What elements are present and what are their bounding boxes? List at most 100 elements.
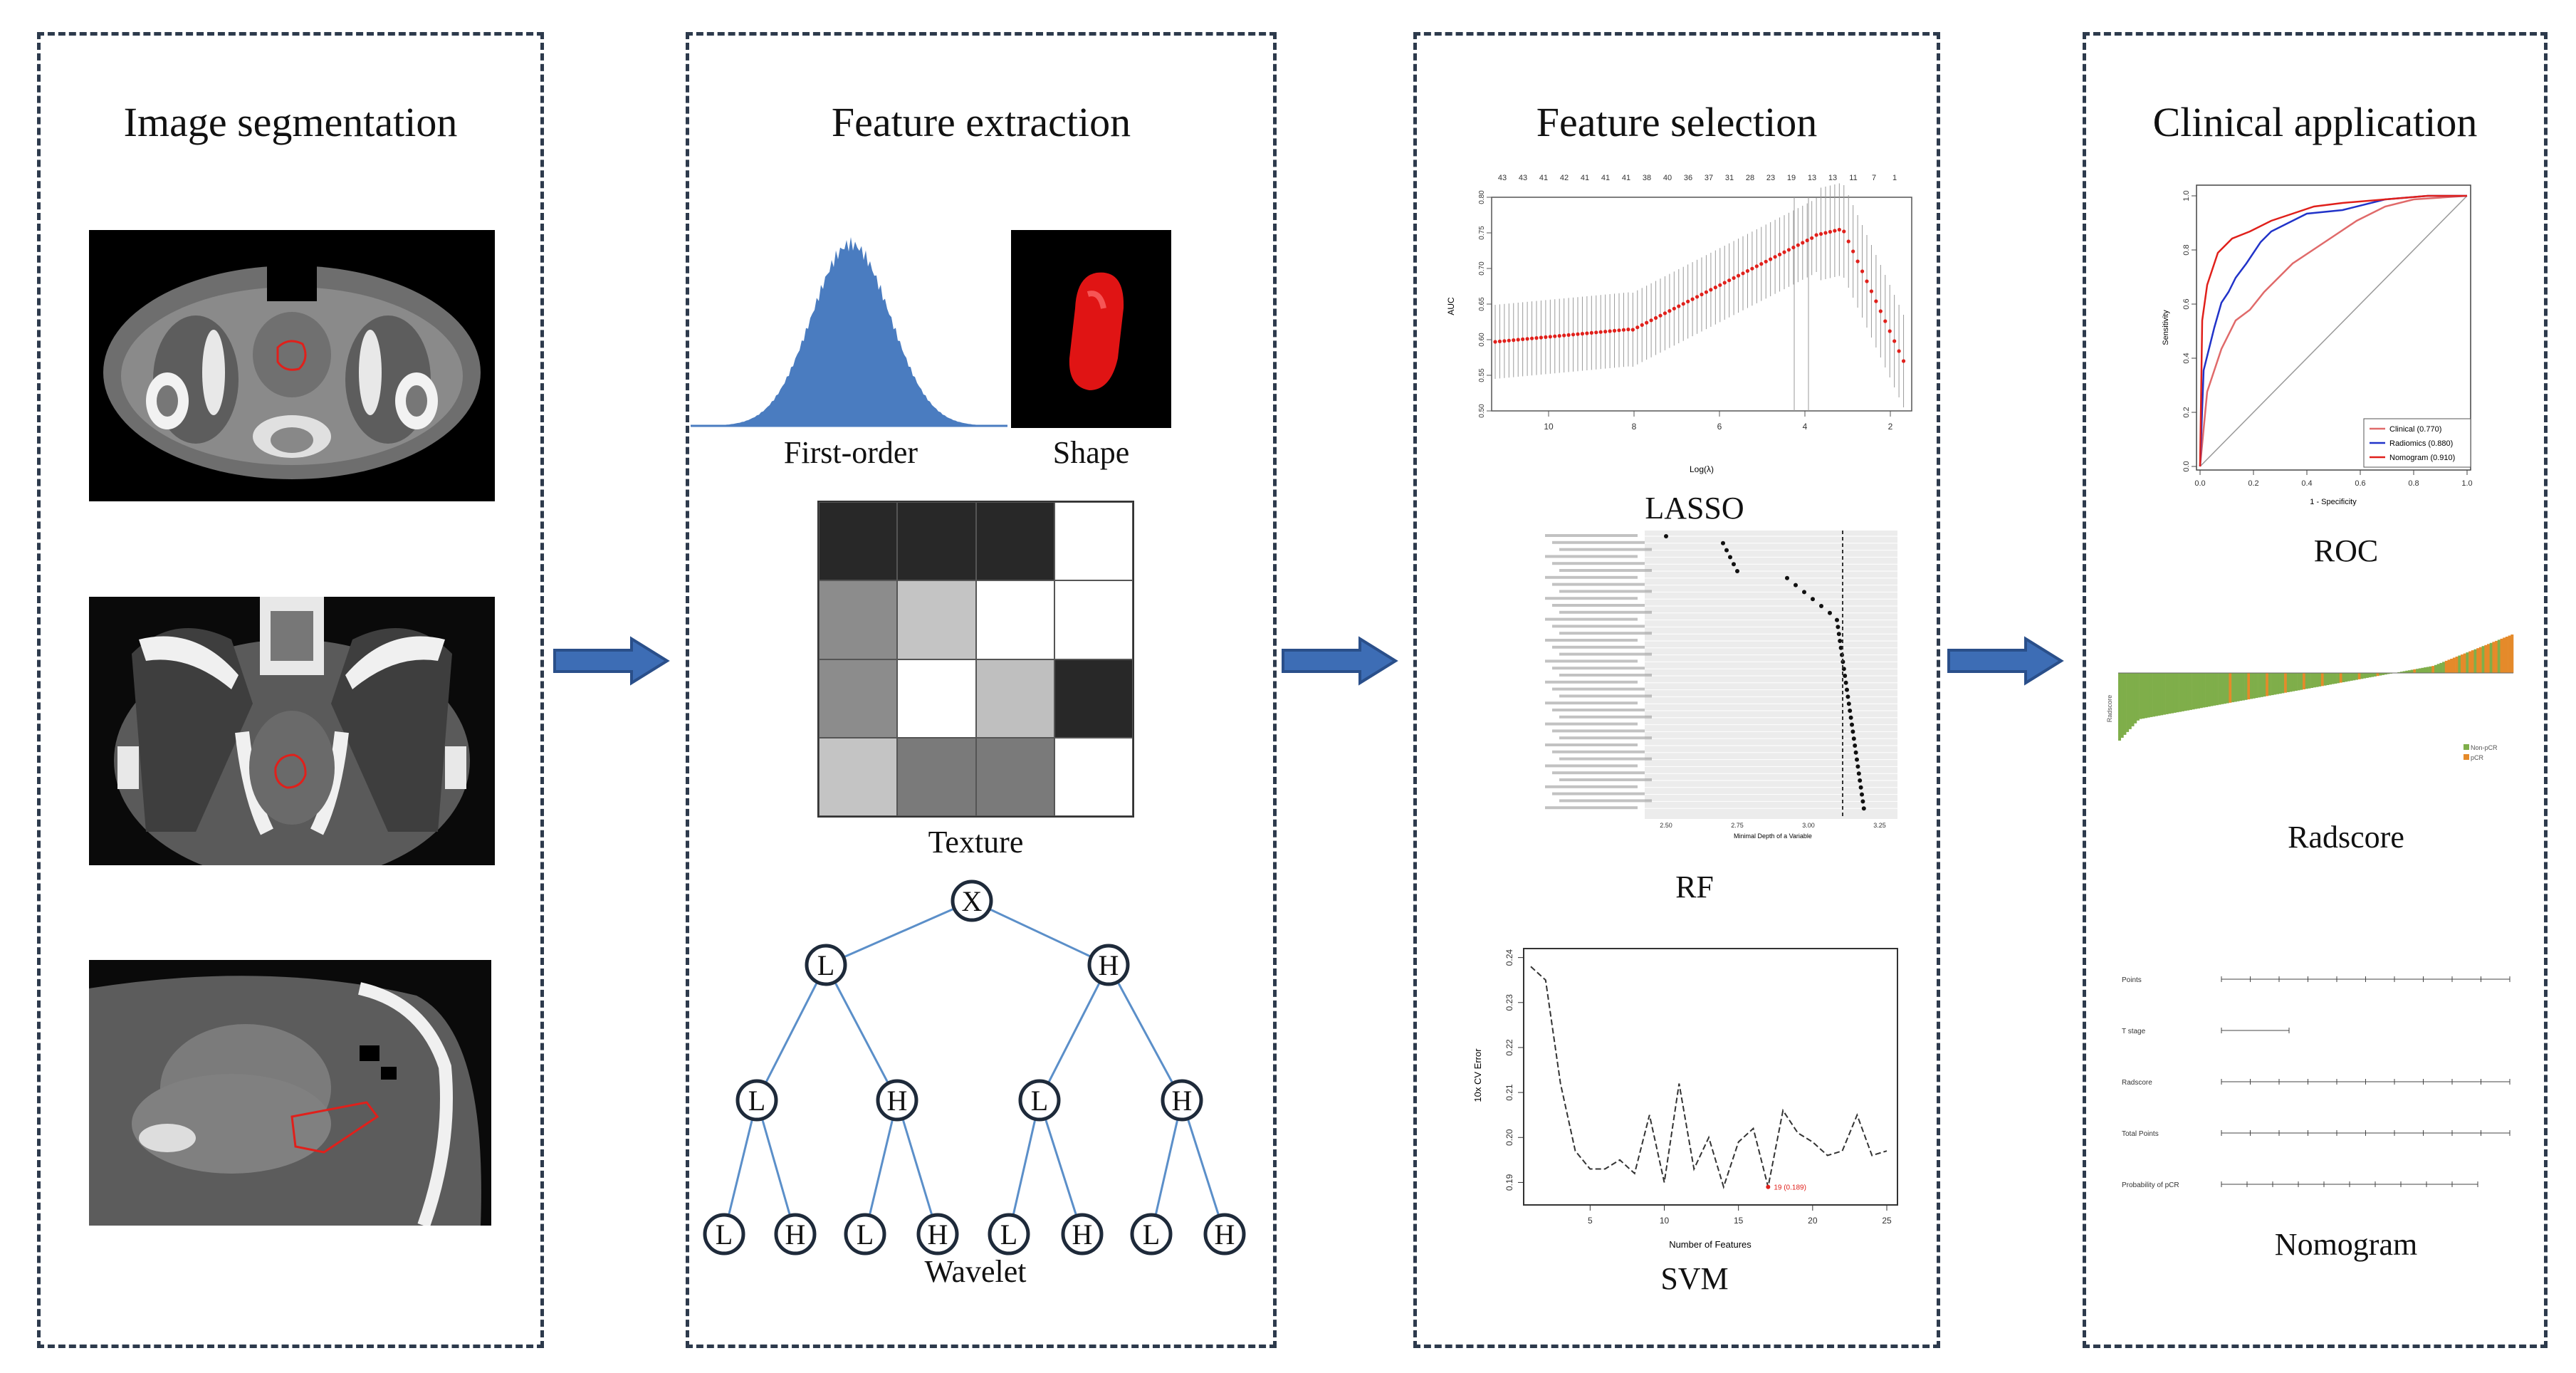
lasso-point — [1897, 349, 1901, 353]
rf-point — [1828, 610, 1832, 615]
lasso-point — [1801, 241, 1805, 245]
radscore-bar — [2308, 673, 2311, 689]
lasso-top-tick: 41 — [1601, 174, 1610, 182]
texture-cell — [1054, 580, 1133, 659]
radscore-bar — [2231, 673, 2235, 703]
radscore-bar — [2408, 670, 2411, 673]
lasso-point — [1796, 243, 1800, 247]
rf-point — [1853, 743, 1858, 748]
radscore-bar — [2152, 673, 2156, 717]
shape-label: Shape — [1052, 435, 1130, 470]
texture-cell — [819, 737, 898, 816]
lasso-point — [1539, 335, 1544, 340]
radscore-bar — [2421, 667, 2424, 673]
lasso-top-tick: 7 — [1872, 174, 1876, 182]
lasso-top-tick: 43 — [1498, 174, 1507, 182]
svm-y-tick: 0.20 — [1504, 1129, 1514, 1146]
extraction-title: Feature extraction — [831, 99, 1131, 145]
lasso-point — [1635, 325, 1640, 330]
rf-x-tick: 3.00 — [1802, 822, 1815, 829]
radscore-bar — [2294, 673, 2298, 691]
lasso-point — [1773, 255, 1777, 259]
lasso-point — [1507, 338, 1511, 343]
radscore-bar — [2252, 673, 2256, 699]
radscore-bar — [2373, 673, 2377, 677]
roc-legend-nomogram: Nomogram (0.910) — [2389, 454, 2455, 462]
radscore-bar — [2284, 673, 2288, 693]
radscore-bar — [2234, 673, 2237, 702]
rf-point — [1836, 632, 1841, 637]
extraction-panel: Feature extraction — [686, 32, 1277, 1348]
radscore-bar — [2463, 653, 2466, 673]
wavelet-node: L — [1130, 1213, 1173, 1255]
selection-title: Feature selection — [1536, 99, 1818, 145]
radscore-bar — [2268, 673, 2271, 696]
svg-text:H: H — [785, 1218, 806, 1251]
radscore-bar — [2478, 647, 2482, 673]
radscore-bar — [2239, 673, 2243, 701]
lasso-point — [1769, 257, 1773, 261]
lasso-point — [1823, 231, 1828, 235]
radscore-bar — [2382, 673, 2384, 675]
segmentation-title: Image segmentation — [123, 99, 458, 145]
wavelet-node: H — [876, 1079, 918, 1122]
rf-label: RF — [1675, 870, 1714, 904]
rf-point — [1860, 792, 1864, 797]
wavelet-node: L — [844, 1213, 886, 1255]
lasso-point — [1557, 334, 1561, 338]
rf-point — [1843, 680, 1848, 685]
svm-y-tick: 0.24 — [1504, 949, 1514, 966]
radscore-bar — [2426, 667, 2429, 673]
radscore-bar — [2508, 635, 2511, 673]
lasso-point — [1544, 335, 1548, 339]
radscore-bar — [2387, 673, 2390, 674]
rf-point — [1855, 757, 1859, 762]
nomogram-row-label: T stage — [2122, 1028, 2146, 1035]
lasso-point — [1855, 259, 1860, 263]
roc-x-tick: 0.2 — [2248, 479, 2258, 488]
lasso-point — [1754, 264, 1759, 268]
radscore-bar — [2147, 673, 2150, 718]
radscore-bar — [2145, 673, 2147, 719]
svm-x-tick: 25 — [1882, 1216, 1892, 1226]
wavelet-node: H — [774, 1213, 817, 1255]
lasso-point — [1566, 333, 1571, 337]
rf-point — [1811, 597, 1815, 602]
lasso-point — [1672, 306, 1676, 310]
rf-point — [1861, 806, 1866, 811]
lasso-point — [1663, 311, 1667, 315]
svg-text:H: H — [928, 1218, 948, 1251]
lasso-point — [1690, 297, 1695, 301]
svg-text:L: L — [857, 1218, 874, 1251]
rf-point — [1843, 674, 1848, 678]
radscore-bar — [2334, 673, 2337, 684]
svg-text:L: L — [748, 1085, 765, 1117]
radscore-bar — [2337, 673, 2340, 684]
lasso-point — [1750, 266, 1754, 271]
lasso-point — [1521, 337, 1525, 341]
rf-point — [1835, 617, 1839, 622]
radscore-bar — [2315, 673, 2319, 687]
radscore-bar — [2271, 673, 2274, 696]
radscore-bar — [2397, 672, 2401, 673]
radscore-bar — [2218, 673, 2221, 705]
clinical-title: Clinical application — [2152, 99, 2478, 145]
lasso-point — [1681, 302, 1685, 306]
svm-y-tick: 0.23 — [1504, 994, 1514, 1011]
lasso-point — [1658, 313, 1663, 318]
rf-point — [1728, 555, 1732, 560]
lasso-top-tick: 1 — [1892, 174, 1897, 182]
lasso-point — [1608, 329, 1612, 333]
radscore-bar — [2221, 673, 2224, 704]
radscore-bar — [2495, 640, 2498, 673]
texture-cell — [819, 580, 898, 659]
texture-cell — [975, 580, 1054, 659]
radscore-bar — [2413, 669, 2417, 673]
nomogram-row-label: Points — [2122, 976, 2142, 984]
roc-label: ROC — [2313, 533, 2379, 568]
lasso-point — [1741, 271, 1745, 276]
lasso-point — [1851, 249, 1855, 254]
lasso-point — [1791, 245, 1796, 250]
texture-cell — [1054, 737, 1133, 816]
